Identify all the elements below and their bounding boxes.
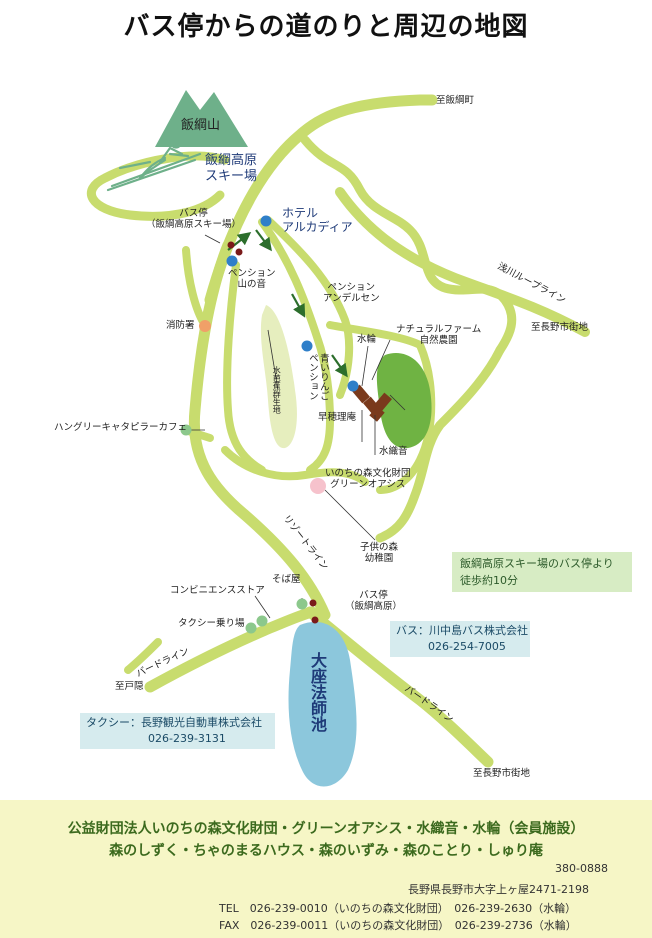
road-west-loop (86, 151, 230, 221)
road-network (86, 94, 590, 768)
bus-company-name: バス：川中島バス株式会社 (396, 624, 528, 637)
natural-farm-area (376, 353, 432, 449)
kindergarten-icon (310, 478, 326, 494)
road-label-bird-east: バードライン (402, 683, 455, 725)
natural-farm-label[interactable]: ナチュラルファーム 自然農園 (396, 324, 482, 347)
road-hotel (258, 218, 334, 474)
taxi-company-tel[interactable]: 026-239-3131 (148, 731, 226, 745)
conveni-label[interactable]: コンビニエンスストア (170, 585, 265, 596)
sobaya-label[interactable]: そば屋 (272, 574, 301, 585)
inochi-oasis-label[interactable]: いのちの森文化財団 グリーンオアシス (325, 468, 411, 491)
bus-stop-icon (227, 241, 235, 249)
road-loop-line (335, 187, 590, 337)
wasuiriian-label[interactable]: 早穂理庵 (318, 412, 357, 423)
taxi-company-name: タクシー：長野観光自動車株式会社 (86, 716, 262, 729)
ski-resort-label[interactable]: 飯綱高原 スキー場 (205, 153, 258, 184)
road-to-iizuna (204, 94, 438, 306)
road-fire-spur (182, 246, 209, 329)
sobaya-icon (296, 598, 308, 610)
poi-dot-icon (226, 255, 238, 267)
road-togakushi-spur (124, 638, 162, 674)
bus-stop-icon (309, 599, 317, 607)
footer-org-line1: 公益財団法人いのちの森文化財団・グリーンオアシス・水織音・水輪（会員施設） (67, 821, 585, 837)
road-oasis (221, 446, 369, 486)
aoiringo-label[interactable]: 青いりんご ペンション (306, 353, 329, 401)
bus-stop-icon (235, 248, 243, 256)
road-bird-west (144, 606, 318, 693)
pond-area (288, 621, 357, 787)
hotel-arcadia-label[interactable]: ホテル アルカディア (282, 206, 353, 235)
mountain-label: 飯綱山 (181, 118, 221, 133)
bus-stop-icon (311, 616, 319, 624)
footer-fax: FAX 026-239-0011（いのちの森文化財団） 026-239-2736… (219, 919, 577, 932)
footer-postal: 380-0888 (555, 862, 608, 875)
to-nagano-2-label: 至長野市街地 (473, 768, 531, 779)
footer-org-line2: 森のしずく・ちゃのまるハウス・森のいずみ・森のことり・しゅり庵 (109, 843, 543, 859)
skier-icon (106, 137, 202, 192)
marsh-label: 水芭蕉群生地 (272, 366, 282, 414)
pension-yamanooto-label[interactable]: ペンション 山の音 (228, 268, 276, 291)
taxi-stand-label: タクシー乗り場 (178, 618, 245, 629)
to-iizuna-label: 至飯綱町 (436, 95, 475, 106)
bus-stop-iizuna-label: バス停 （飯綱高原） (345, 590, 403, 613)
road-farm-lane (326, 321, 424, 349)
map-canvas: 浅川ループライン リゾートライン バードライン バードライン (86, 90, 590, 787)
road-farm-south (376, 341, 436, 494)
fire-station-icon (199, 320, 211, 332)
road-east-winding (300, 135, 517, 355)
poi-dots (180, 215, 359, 634)
cafe-icon (180, 424, 192, 436)
mizuorine-label[interactable]: 水織音 (379, 446, 408, 457)
footer-address: 長野県長野市大字上ヶ屋2471-2198 (408, 883, 589, 896)
poi-dot-icon (347, 380, 359, 392)
map: 浅川ループライン リゾートライン バードライン バードライン 飯綱山 飯綱高原 … (0, 50, 652, 800)
kodomo-label[interactable]: 子供の森 幼稚園 (360, 542, 399, 565)
taxi-company-box: タクシー：長野観光自動車株式会社 026-239-3131 (80, 713, 275, 749)
fire-station-label: 消防署 (166, 320, 195, 331)
page-title: バス停からの道のりと周辺の地図 (123, 12, 529, 42)
road-inner-loop (223, 261, 266, 474)
bus-company-tel[interactable]: 026-254-7005 (428, 639, 506, 653)
pension-andersen-label[interactable]: ペンション アンデルセン (323, 282, 380, 305)
road-main-trunk (188, 239, 331, 621)
to-togakushi-label: 至戸隠 (115, 681, 144, 692)
bus-company-box: バス：川中島バス株式会社 026-254-7005 (390, 621, 530, 657)
pond-label: 大座法師池 (308, 652, 327, 732)
to-nagano-1-label: 至長野市街地 (531, 322, 589, 333)
conveni-icon (256, 615, 268, 627)
bus-stop-ski-label: バス停 （飯綱高原スキー場） (146, 208, 242, 231)
footer-tel[interactable]: TEL 026-239-0010（いのちの森文化財団） 026-239-2630… (219, 902, 577, 915)
footer: 公益財団法人いのちの森文化財団・グリーンオアシス・水織音・水輪（会員施設） 森の… (0, 800, 652, 938)
walk-time-note: 飯綱高原スキー場のバス停より 徒歩約10分 (452, 552, 632, 592)
hungry-cafe-label[interactable]: ハングリーキャタピラーカフェ (54, 422, 188, 433)
mountain-icon (155, 90, 248, 147)
poi-dot-icon (260, 215, 272, 227)
taxi-stand-icon (245, 622, 257, 634)
suirin-label[interactable]: 水輪 (357, 334, 377, 345)
poi-dot-icon (301, 340, 313, 352)
